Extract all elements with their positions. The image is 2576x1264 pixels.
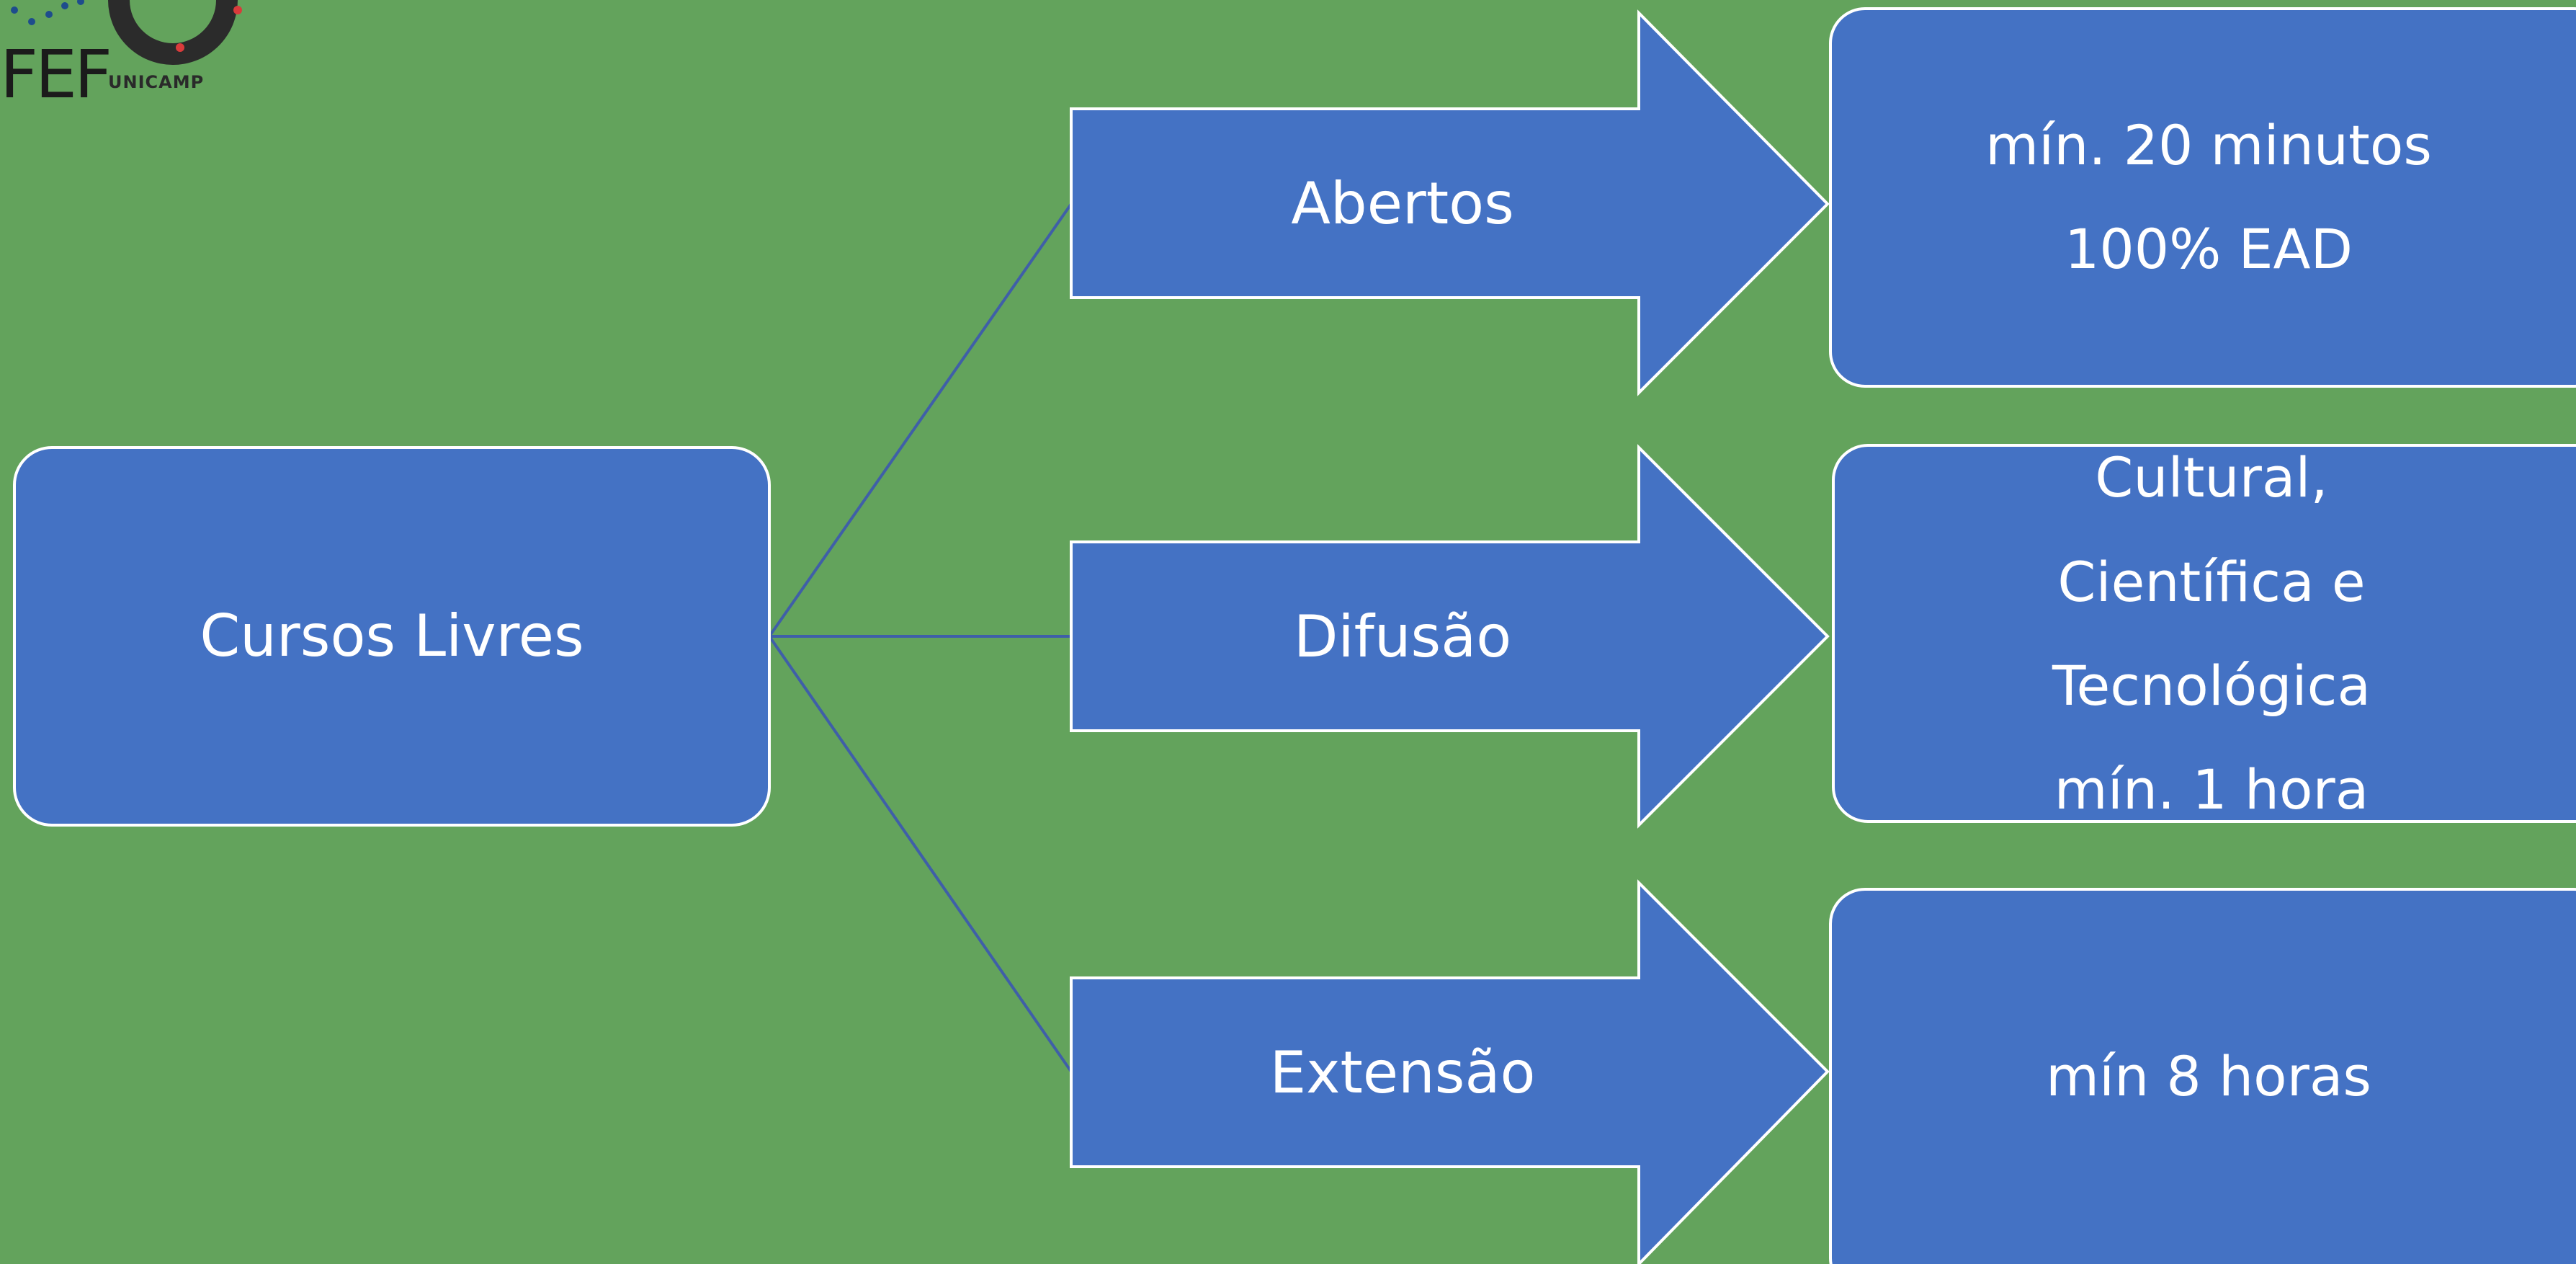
detail-line: Científica e: [2057, 549, 2366, 614]
root-box: [13, 446, 771, 827]
arrow-label-abertos-text: Abertos: [1291, 169, 1514, 237]
arrow-abertos: [1070, 9, 1830, 396]
detail-box-extensao: [1829, 888, 2576, 1264]
detail-line: Tecnológica: [2052, 654, 2371, 718]
arrow-difusao: [1070, 444, 1830, 829]
root-label-text: Cursos Livres: [200, 602, 584, 669]
arrow-label-difusao: Difusão: [1071, 542, 1734, 731]
detail-line: mín. 1 hora: [2054, 757, 2369, 822]
detail-line: Cultural,: [2095, 445, 2328, 510]
arrow-extensao: [1070, 879, 1830, 1264]
root-label: Cursos Livres: [14, 448, 769, 825]
detail-text-difusao: Cultural, Científica e Tecnológica mín. …: [1833, 425, 2576, 843]
detail-box-abertos: [1829, 7, 2576, 388]
arrow-label-extensao: Extensão: [1071, 978, 1734, 1167]
fef-unicamp-logo: FEF UNICAMP: [0, 0, 259, 115]
connector-abertos: [768, 202, 1073, 638]
detail-line: mín 8 horas: [2045, 1044, 2372, 1109]
detail-line: mín. 20 minutos: [1985, 112, 2432, 177]
logo-fef-text: FEF: [0, 36, 112, 113]
arrow-label-difusao-text: Difusão: [1293, 602, 1512, 670]
detail-box-difusao: [1832, 444, 2576, 823]
arrow-label-extensao-text: Extensão: [1269, 1038, 1536, 1106]
logo-unicamp-text: UNICAMP: [108, 72, 205, 92]
arrow-label-abertos: Abertos: [1071, 109, 1734, 298]
detail-text-extensao: mín 8 horas: [1830, 889, 2576, 1264]
detail-text-abertos: mín. 20 minutos 100% EAD: [1830, 9, 2576, 386]
connector-extensao: [768, 635, 1073, 1073]
detail-line: 100% EAD: [2065, 217, 2353, 281]
logo-graphic: [11, 0, 242, 65]
